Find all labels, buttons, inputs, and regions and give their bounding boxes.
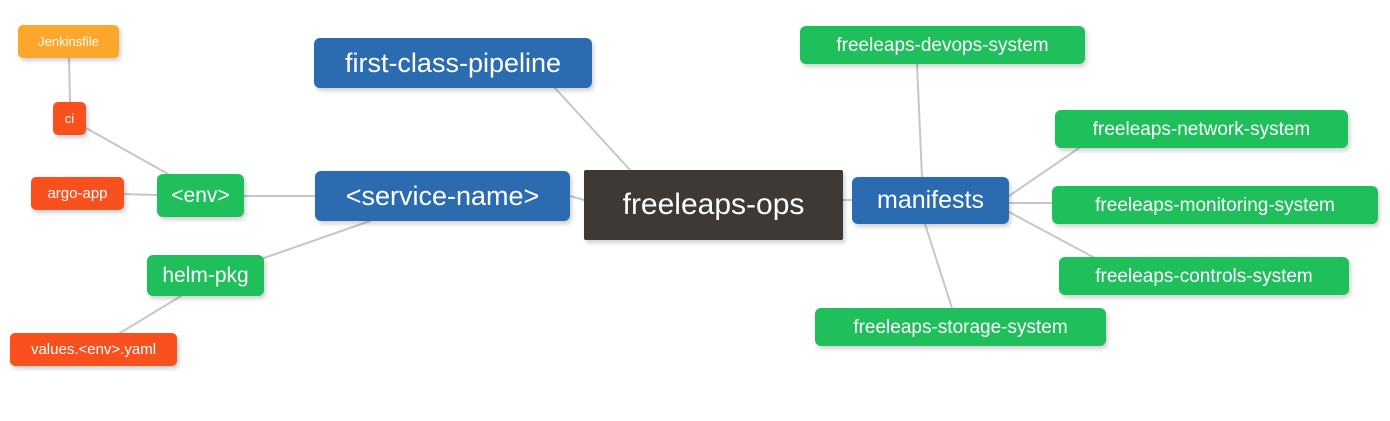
node-label: ci: [64, 111, 75, 126]
edge-manifests-storage: [924, 223, 953, 309]
node-label: first-class-pipeline: [344, 47, 562, 78]
node-label: freeleaps-network-system: [1092, 118, 1311, 140]
node-label: helm-pkg: [162, 264, 249, 287]
node-label: freeleaps-monitoring-system: [1095, 194, 1335, 216]
node-values-yaml[interactable]: values.<env>.yaml: [10, 333, 177, 366]
node-label: freeleaps-controls-system: [1095, 265, 1313, 287]
node-label: freeleaps-storage-system: [853, 316, 1068, 338]
node-freeleaps-devops-system[interactable]: freeleaps-devops-system: [800, 26, 1085, 64]
edge-ci-env: [85, 127, 169, 175]
node-label: freeleaps-ops: [622, 188, 805, 221]
node-freeleaps-storage-system[interactable]: freeleaps-storage-system: [815, 308, 1106, 346]
node-argo-app[interactable]: argo-app: [31, 177, 124, 210]
node-freeleaps-monitoring-system[interactable]: freeleaps-monitoring-system: [1052, 186, 1378, 224]
node-label: manifests: [877, 186, 984, 214]
edge-helmpkg-servicename: [263, 220, 371, 259]
node-label: <env>: [171, 184, 230, 207]
node-manifests[interactable]: manifests: [852, 177, 1009, 224]
edge-servicename-ops: [569, 195, 585, 201]
edge-argoapp-env: [123, 193, 158, 196]
node-label: Jenkinsfile: [38, 34, 99, 49]
node-freeleaps-controls-system[interactable]: freeleaps-controls-system: [1059, 257, 1349, 295]
node-jenkinsfile[interactable]: Jenkinsfile: [18, 25, 119, 58]
node-helm-pkg[interactable]: helm-pkg: [147, 255, 264, 296]
node-service-name[interactable]: <service-name>: [315, 171, 570, 221]
node-label: values.<env>.yaml: [30, 341, 157, 358]
edge-pipeline-ops: [554, 87, 631, 171]
node-freeleaps-network-system[interactable]: freeleaps-network-system: [1055, 110, 1348, 148]
edge-jenkinsfile-ci: [68, 57, 71, 103]
edge-valuesyaml-helmpkg: [119, 295, 182, 334]
node-first-class-pipeline[interactable]: first-class-pipeline: [314, 38, 592, 88]
node-label: argo-app: [47, 185, 108, 202]
node-label: freeleaps-devops-system: [836, 34, 1049, 56]
node-freeleaps-ops[interactable]: freeleaps-ops: [584, 170, 843, 240]
node-label: <service-name>: [345, 180, 540, 211]
edge-manifests-devops: [916, 63, 923, 178]
node-env[interactable]: <env>: [157, 174, 244, 217]
node-ci[interactable]: ci: [53, 102, 86, 135]
